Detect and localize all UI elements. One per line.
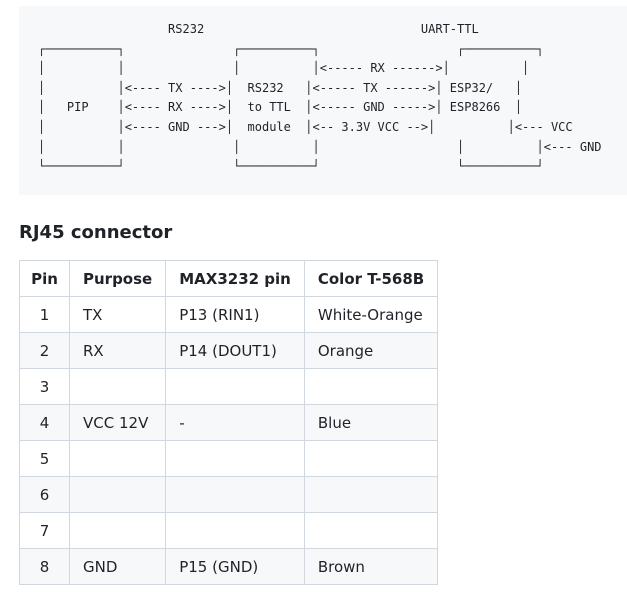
- column-header-color: Color T-568B: [303, 260, 439, 297]
- table-row: 4 VCC 12V - Blue: [19, 404, 439, 441]
- diagram-line: RS232 UART-TTL: [38, 22, 479, 36]
- cell-purpose: [68, 440, 167, 477]
- cell-color: [303, 440, 439, 477]
- diagram-line: ┌──────────┐ ┌──────────┐ ┌──────────┐: [38, 41, 544, 56]
- cell-purpose: RX: [68, 332, 167, 369]
- rj45-table: Pin Purpose MAX3232 pin Color T-568B 1 T…: [19, 260, 439, 585]
- cell-purpose: [68, 476, 167, 513]
- table-row: 2 RX P14 (DOUT1) Orange: [19, 332, 439, 369]
- cell-purpose: TX: [68, 296, 167, 333]
- ascii-diagram: RS232 UART-TTL ┌──────────┐ ┌──────────┐…: [38, 20, 602, 177]
- cell-purpose: VCC 12V: [68, 404, 167, 441]
- cell-pin: 1: [19, 296, 70, 333]
- cell-color: [303, 368, 439, 405]
- diagram-line: │ │<---- TX ---->│ RS232 │<----- TX ----…: [38, 80, 523, 95]
- cell-color: White-Orange: [303, 296, 439, 333]
- table-row: 5: [19, 440, 439, 477]
- column-header-purpose: Purpose: [68, 260, 167, 297]
- table-row: 6: [19, 476, 439, 513]
- cell-color: Orange: [303, 332, 439, 369]
- table-row: 7: [19, 512, 439, 549]
- diagram-line: │ PIP │<---- RX ---->│ to TTL │<----- GN…: [38, 100, 523, 115]
- diagram-line: │ │ │ │<----- RX ------>│ │: [38, 61, 530, 76]
- cell-purpose: [68, 512, 167, 549]
- cell-color: [303, 512, 439, 549]
- diagram-line: │ │<---- GND --->│ module │<-- 3.3V VCC …: [38, 119, 573, 134]
- cell-max3232-pin: [165, 368, 305, 405]
- table-row: 3: [19, 368, 439, 405]
- cell-pin: 8: [19, 548, 70, 585]
- cell-max3232-pin: [165, 512, 305, 549]
- cell-pin: 4: [19, 404, 70, 441]
- cell-pin: 6: [19, 476, 70, 513]
- section-heading: RJ45 connector: [19, 222, 173, 243]
- cell-pin: 7: [19, 512, 70, 549]
- diagram-line: └──────────┘ └──────────┘ └──────────┘: [38, 159, 544, 174]
- cell-purpose: [68, 368, 167, 405]
- cell-pin: 2: [19, 332, 70, 369]
- cell-pin: 3: [19, 368, 70, 405]
- cell-purpose: GND: [68, 548, 167, 585]
- cell-color: Brown: [303, 548, 439, 585]
- table-row: 1 TX P13 (RIN1) White-Orange: [19, 296, 439, 333]
- cell-max3232-pin: P14 (DOUT1): [165, 332, 305, 369]
- table-header-row: Pin Purpose MAX3232 pin Color T-568B: [19, 260, 439, 297]
- cell-max3232-pin: [165, 476, 305, 513]
- table-row: 8 GND P15 (GND) Brown: [19, 548, 439, 585]
- diagram-line: │ │ │ │ │ │<--- GND: [38, 139, 602, 154]
- cell-max3232-pin: -: [165, 404, 305, 441]
- cell-pin: 5: [19, 440, 70, 477]
- column-header-pin: Pin: [19, 260, 70, 297]
- code-block: RS232 UART-TTL ┌──────────┐ ┌──────────┐…: [19, 6, 627, 195]
- cell-max3232-pin: P15 (GND): [165, 548, 305, 585]
- cell-color: Blue: [303, 404, 439, 441]
- cell-color: [303, 476, 439, 513]
- column-header-max3232-pin: MAX3232 pin: [165, 260, 305, 297]
- cell-max3232-pin: P13 (RIN1): [165, 296, 305, 333]
- cell-max3232-pin: [165, 440, 305, 477]
